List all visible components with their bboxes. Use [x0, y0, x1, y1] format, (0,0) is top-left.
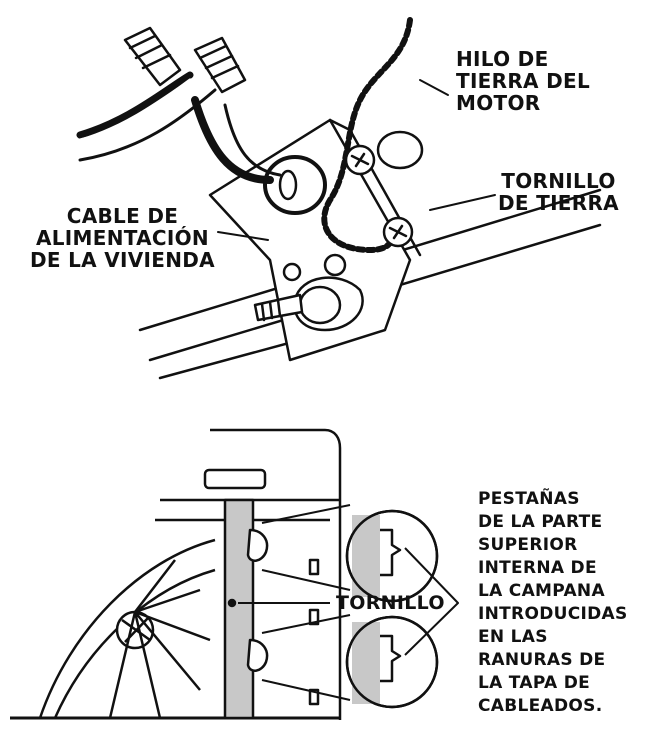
hood-interior-drawing	[10, 428, 459, 720]
label-ground-screw: TORNILLO DE TIERRA	[498, 169, 619, 215]
label-house-power-cable: CABLE DE ALIMENTACIÓN DE LA VIVIENDA	[30, 204, 215, 272]
label-screw: TORNILLO	[336, 592, 445, 614]
wiring-bracket-drawing	[76, 17, 602, 380]
label-motor-ground-wire: HILO DE TIERRA DEL MOTOR	[456, 47, 590, 115]
label-hood-tabs: PESTAÑAS DE LA PARTE SUPERIOR INTERNA DE…	[478, 489, 628, 716]
